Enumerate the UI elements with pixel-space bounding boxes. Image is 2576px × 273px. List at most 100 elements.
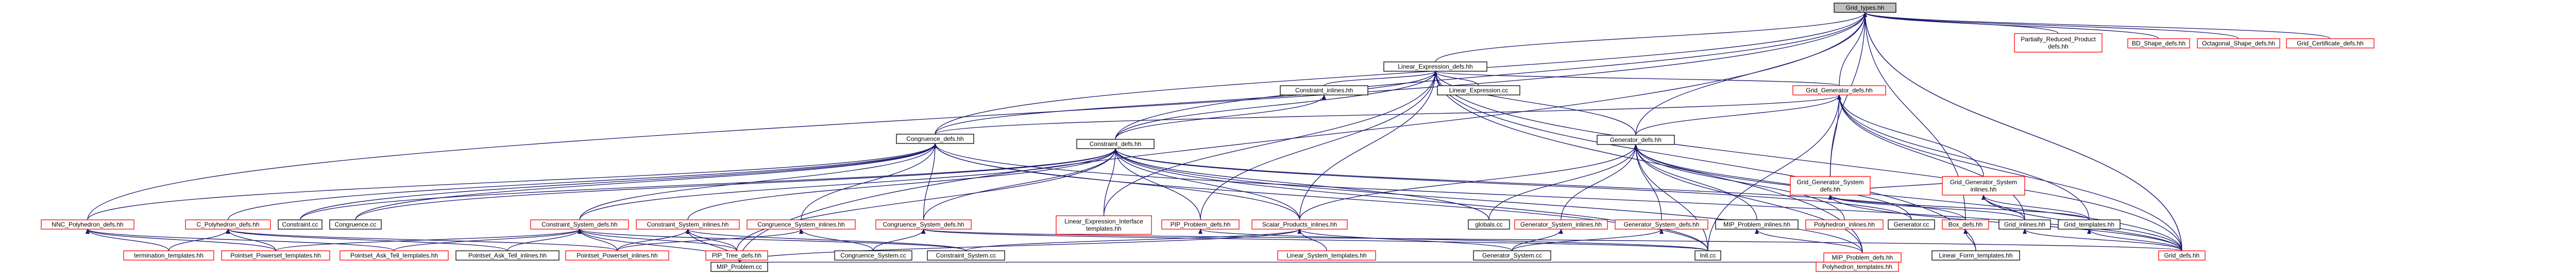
edge-gtmpl-to-ggsdefs <box>1828 195 2090 220</box>
node-gcert[interactable]: Grid_Certificate_defs.hh <box>2286 38 2375 49</box>
node-label: Generator_System_defs.hh <box>1624 221 1700 228</box>
node-label: globals.cc <box>1475 221 1502 228</box>
node-gsdefs[interactable]: Generator_System_defs.hh <box>1615 219 1708 230</box>
node-consdefs[interactable]: Constraint_defs.hh <box>1076 139 1155 149</box>
node-congdefs[interactable]: Congruence_defs.hh <box>896 134 974 144</box>
node-label: inlines.hh <box>1971 186 1997 193</box>
edge-gcert-to-root <box>1863 12 2331 39</box>
edge-ggsdefs-to-ggdefs <box>1829 94 1841 177</box>
edge-painl-to-csdefs <box>507 229 582 251</box>
node-box <box>2058 219 2121 230</box>
node-cscc[interactable]: Constraint_System.cc <box>927 250 1005 261</box>
node-scprod[interactable]: Scalar_Products_inlines.hh <box>1251 219 1348 230</box>
node-piptree[interactable]: PIP_Tree_defs.hh <box>705 250 768 261</box>
node-gencc[interactable]: Generator.cc <box>1888 219 1935 230</box>
node-label: MIP_Problem.cc <box>717 263 762 270</box>
edge-nncdefs-to-congdefs <box>87 143 937 220</box>
node-cgsinl[interactable]: Congruence_System_inlines.hh <box>747 219 856 230</box>
edge-csdefs-to-consdefs <box>579 148 1117 220</box>
node-box <box>278 219 323 230</box>
node-cpoly[interactable]: C_Polyhedron_defs.hh <box>185 219 271 230</box>
node-painl[interactable]: Pointset_Ask_Tell_inlines.hh <box>455 250 560 261</box>
node-csdefs[interactable]: Constraint_System_defs.hh <box>530 219 629 230</box>
node-ppltmpl[interactable]: Pointset_Powerset_templates.hh <box>221 250 330 261</box>
node-initcc[interactable]: Init.cc <box>1694 250 1721 261</box>
node-cgsdefs[interactable]: Congruence_System_defs.hh <box>875 219 972 230</box>
edge-gsinl-to-gendefs <box>1561 144 1638 220</box>
node-box <box>340 250 449 261</box>
node-label: Linear_Expression.cc <box>1449 87 1509 94</box>
node-conscc[interactable]: Constraint.cc <box>278 219 323 230</box>
node-griddefs[interactable]: Grid_defs.hh <box>2158 250 2206 261</box>
node-globcc[interactable]: globals.cc <box>1468 219 1510 230</box>
node-root[interactable]: Grid_types.hh <box>1834 3 1896 13</box>
node-polyinl[interactable]: Polyhedron_inlines.hh <box>1805 219 1884 230</box>
node-box <box>2127 38 2190 49</box>
edge-termtmpl-to-cpoly <box>168 229 230 251</box>
node-cgscc[interactable]: Congruence_System.cc <box>834 250 912 261</box>
edge-griddefs-to-ggdefs <box>1837 94 2182 251</box>
node-ggdefs[interactable]: Grid_Generator_defs.hh <box>1792 85 1886 95</box>
node-label: Constraint_System_defs.hh <box>541 221 617 228</box>
node-gendefs[interactable]: Generator_defs.hh <box>1597 135 1675 145</box>
node-lstmpl[interactable]: Linear_System_templates.hh <box>1277 250 1376 261</box>
edge-cscc-to-csdefs <box>578 229 967 251</box>
node-cinl[interactable]: Constraint_inlines.hh <box>1280 85 1368 95</box>
node-polytmpl[interactable]: Polyhedron_templates.hh <box>1816 262 1899 272</box>
edge-lextmpl-to-consdefs <box>1103 148 1117 216</box>
node-box <box>1942 219 1989 230</box>
node-pipprob[interactable]: PIP_Problem_defs.hh <box>1161 219 1240 230</box>
node-label: Pointset_Ask_Tell_inlines.hh <box>468 252 547 259</box>
edge-mipdefs-to-gendefs <box>1634 144 1863 253</box>
node-csinl[interactable]: Constraint_System_inlines.hh <box>636 219 740 230</box>
node-gtmpl[interactable]: Grid_templates.hh <box>2058 219 2121 230</box>
node-label: templates.hh <box>1086 225 1122 232</box>
node-label: Linear_Expression_defs.hh <box>1398 63 1472 70</box>
node-label: Polyhedron_inlines.hh <box>1814 221 1875 228</box>
node-lexcc[interactable]: Linear_Expression.cc <box>1437 85 1520 95</box>
node-gscc[interactable]: Generator_System.cc <box>1473 250 1551 261</box>
edge-oct-to-root <box>1863 12 2239 39</box>
node-box <box>221 250 330 261</box>
node-label: Generator_System_inlines.hh <box>1520 221 1602 228</box>
node-label: Grid_templates.hh <box>2064 221 2114 228</box>
edge-griddefs-to-gendefs <box>1634 144 2182 251</box>
edge-cgsinl-to-congdefs <box>801 143 937 220</box>
edge-csinl-to-consdefs <box>687 148 1117 220</box>
node-termtmpl[interactable]: termination_templates.hh <box>123 250 214 261</box>
node-label: Congruence_defs.hh <box>906 135 963 142</box>
node-label: Generator.cc <box>1894 221 1929 228</box>
node-oct[interactable]: Octagonal_Shape_defs.hh <box>2197 38 2280 49</box>
node-label: Constraint_System.cc <box>936 252 996 259</box>
node-mipdefs[interactable]: MIP_Problem_defs.hh <box>1823 252 1902 263</box>
node-label: MIP_Problem_inlines.hh <box>1723 221 1790 228</box>
edge-ggdefs-to-root <box>1839 12 1867 86</box>
edge-pipprob-to-lexpr <box>1200 71 1437 220</box>
node-lexpr[interactable]: Linear_Expression_defs.hh <box>1383 61 1487 72</box>
node-label: Generator_defs.hh <box>1610 136 1662 143</box>
node-ginl[interactable]: Grid_inlines.hh <box>1998 219 2051 230</box>
node-box <box>2286 38 2375 49</box>
node-ppinl[interactable]: Pointset_Powerset_inlines.hh <box>565 250 669 261</box>
node-mipcc[interactable]: MIP_Problem.cc <box>710 262 768 272</box>
node-congcc[interactable]: Congruence.cc <box>329 219 382 230</box>
edge-initcc-to-gendefs <box>1634 144 1708 251</box>
node-label: C_Polyhedron_defs.hh <box>196 221 259 228</box>
node-patmpl[interactable]: Pointset_Ask_Tell_templates.hh <box>340 250 449 261</box>
node-gsinl[interactable]: Generator_System_inlines.hh <box>1514 219 1608 230</box>
node-boxdefs[interactable]: Box_defs.hh <box>1942 219 1989 230</box>
edge-globcc-to-gendefs <box>1488 144 1638 220</box>
edge-griddefs-to-ginl <box>2023 229 2182 251</box>
node-lftmpl[interactable]: Linear_Form_templates.hh <box>1931 250 2020 261</box>
edge-initcc-to-ggdefs <box>1707 94 1841 251</box>
node-mipinl[interactable]: MIP_Problem_inlines.hh <box>1715 219 1799 230</box>
edge-ppltmpl-to-nncdefs <box>86 229 276 251</box>
node-nncdefs[interactable]: NNC_Polyhedron_defs.hh <box>41 219 134 230</box>
node-bds[interactable]: BD_Shape_defs.hh <box>2127 38 2190 49</box>
edge-patmpl-to-csdefs <box>394 229 582 251</box>
node-layer: Grid_types.hhPartially_Reduced_Productde… <box>41 3 2375 272</box>
